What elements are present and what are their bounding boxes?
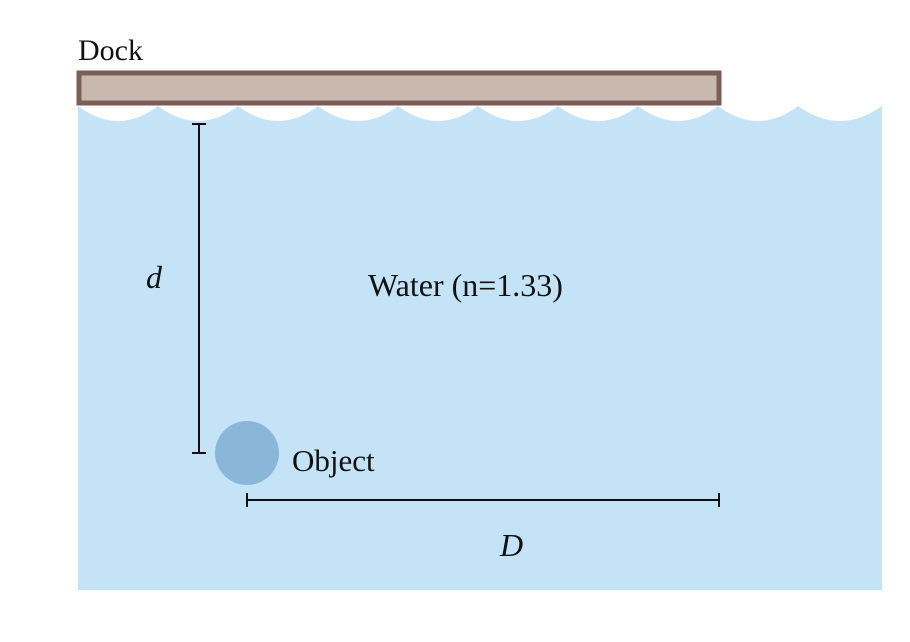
distance-symbol: D — [499, 527, 523, 563]
dock-label: Dock — [78, 34, 143, 67]
distance-dimension — [246, 493, 720, 507]
object-label: Object — [292, 443, 375, 478]
depth-symbol: d — [146, 259, 163, 295]
submerged-object — [215, 421, 279, 485]
water-body — [78, 106, 882, 590]
dock-plank — [76, 70, 722, 106]
water-label: Water (n=1.33) — [368, 267, 563, 303]
depth-dimension — [192, 123, 206, 454]
